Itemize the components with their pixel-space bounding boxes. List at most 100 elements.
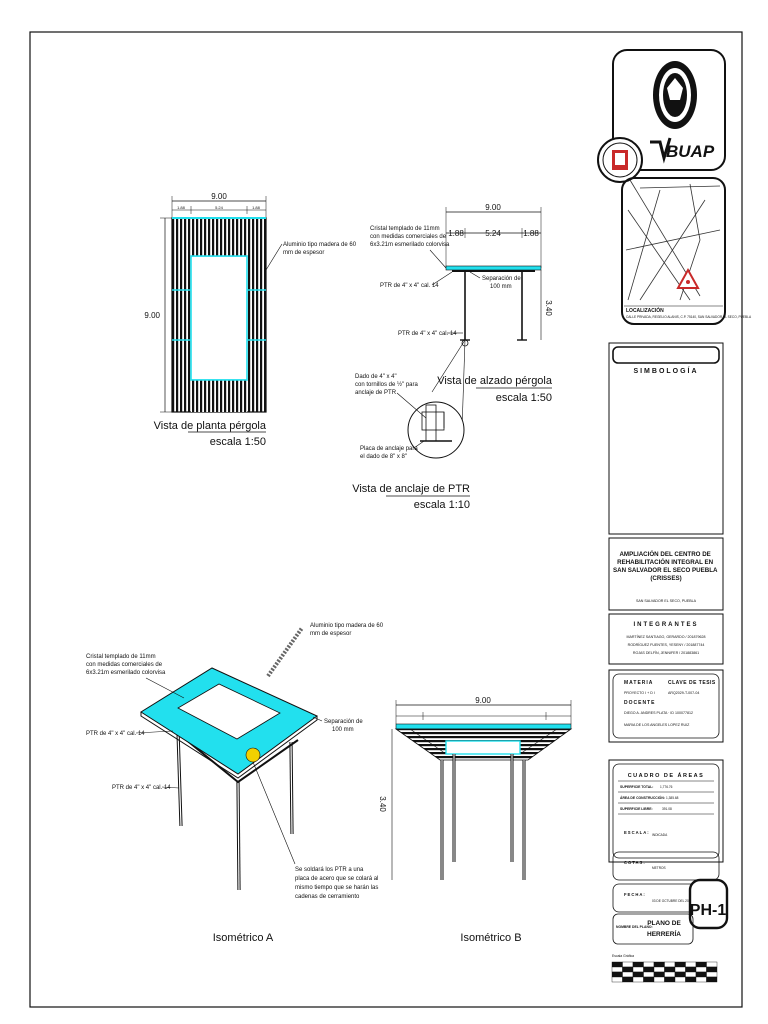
elev-note-ptr-col: PTR de 4" x 4" cal. 14 (398, 331, 457, 337)
faculty-emblem-icon (597, 137, 643, 183)
elev-dim-total: 9.00 (485, 203, 501, 212)
plan-note-wood: Aluminio tipo madera de 60 mm de espesor (283, 242, 358, 256)
docente-2: MARIA DE LOS ANGELES LOPEZ RUIZ (624, 723, 690, 727)
cotas-label: COTAS: (624, 860, 646, 865)
scale-cell (674, 971, 686, 978)
elev-dim-b: 5.24 (485, 229, 501, 238)
iso-b-title: Isométrico B (460, 932, 521, 944)
sheet-border-outer (29, 31, 743, 1008)
scale-cell (653, 961, 665, 968)
scale-cell (611, 971, 623, 978)
plano-title-2: HERRERÍA (647, 929, 681, 938)
iso-b-glass-top (395, 723, 572, 730)
logo-mark-icon (650, 137, 672, 164)
scale-cell (706, 976, 718, 983)
scale-cell (674, 976, 686, 983)
scale-cell (643, 961, 655, 968)
anchor-view-scale: escala 1:10 (414, 499, 470, 511)
iso-b-dim-height: 3.40 (378, 796, 387, 812)
scale-cell (611, 966, 623, 973)
anchor-note-die: Dado de 4" x 4" con tornillos de ½" para… (355, 374, 420, 396)
cotas-value: METROS (652, 866, 666, 870)
scale-cell (664, 976, 676, 983)
materia-panel (608, 669, 724, 743)
scale-cell (685, 971, 697, 978)
iso-a-note-sep: Separación de 100 mm (324, 719, 364, 733)
iso-a-note-glass: Cristal templado de 11mm con medidas com… (86, 654, 166, 676)
scale-cell (674, 966, 686, 973)
area-libre-label: SUPERFICIE LIBRE: (620, 807, 653, 811)
plan-view: 9.00 1.88 5.24 1.88 9.00 Aluminio tipo m… (144, 192, 358, 448)
scale-cell (611, 961, 623, 968)
fecha-label: FECHA: (624, 892, 646, 897)
plano-name-panel (612, 913, 694, 945)
logo-text: BUAP (666, 142, 715, 161)
iso-a-note-ptr-2: PTR de 4" x 4" cal. 14 (112, 785, 171, 791)
scale-cell (685, 961, 697, 968)
elev-view-scale: escala 1:50 (496, 392, 552, 404)
fecha-value: 03 DE OCTUBRE DEL 2023 (652, 899, 693, 903)
area-libre-value: 391.08 (662, 807, 672, 811)
cuadro-areas-panel (608, 759, 724, 863)
scale-cell (653, 966, 665, 973)
scale-cell (695, 961, 707, 968)
scale-cell (706, 961, 718, 968)
anchor-view: Dado de 4" x 4" con tornillos de ½" para… (352, 339, 470, 511)
nombre-label: NOMBRE DEL PLANO: (616, 925, 653, 929)
scale-cell (695, 976, 707, 983)
plan-dim-total-h: 9.00 (211, 192, 227, 201)
project-title-panel (608, 537, 724, 611)
materia-label: MATERIA (624, 680, 653, 686)
iso-a-note-ptr-1: PTR de 4" x 4" cal. 14 (86, 731, 145, 737)
title-block: BUAP LOCALIZACIÓN CALLE PRIVADA, REGELIO… (597, 49, 752, 983)
scale-cell (632, 966, 644, 973)
escala-label: ESCALA: (624, 830, 650, 835)
scale-cell (685, 976, 697, 983)
isometric-b: 9.00 3.40 Isométrico B (378, 696, 573, 944)
elev-note-sep: Separación de 100 mm (482, 276, 522, 290)
elev-glass-top (445, 265, 542, 271)
scale-cell (622, 961, 634, 968)
university-seal-icon (653, 61, 697, 129)
localizacion-label: LOCALIZACIÓN (626, 306, 664, 314)
clave-label: CLAVE DE TESIS (668, 680, 716, 686)
scale-cell (706, 971, 718, 978)
scale-cell (685, 966, 697, 973)
elev-note-ptr-top: PTR de 4" x 4" cal. 14 (380, 283, 439, 289)
scale-cell (622, 976, 634, 983)
project-title: AMPLIACIÓN DEL CENTRO DE REHABILITACIÓN … (613, 550, 719, 582)
scale-cell (706, 966, 718, 973)
anchor-view-title: Vista de anclaje de PTR (352, 483, 470, 495)
plan-dim-side-a: 1.88 (177, 205, 186, 210)
iso-a-note-wood: Aluminio tipo madera de 60 mm de espesor (310, 623, 385, 637)
logo-panel (612, 49, 726, 171)
materia-value: PROYECTO I + D I (624, 691, 655, 695)
graphic-scale-bar (611, 961, 718, 983)
integrantes-panel (608, 613, 724, 665)
plan-dim-mid: 5.24 (215, 205, 224, 210)
scale-cell (622, 971, 634, 978)
scale-cell (611, 976, 623, 983)
area-construccion-value: 1,385.68 (666, 796, 679, 800)
scale-cell (695, 971, 707, 978)
plan-view-scale: escala 1:50 (210, 436, 266, 448)
simbologia-panel (608, 342, 724, 535)
sheet-code: PH-1 (690, 902, 727, 919)
iso-b-dim-total: 9.00 (475, 696, 491, 705)
scale-cell (664, 966, 676, 973)
location-map (625, 179, 721, 301)
scale-cell (674, 961, 686, 968)
area-total-value: 1,776.76 (660, 785, 673, 789)
scale-cell (653, 976, 665, 983)
scale-cell (664, 961, 676, 968)
location-panel (621, 177, 726, 325)
localizacion-text: CALLE PRIVADA, REGELIO ALANIS, C.P. 7514… (626, 315, 752, 319)
integrante-1: MARTÍNEZ SANTIAGO, GERARDO / 201879628 (626, 635, 705, 639)
clave-value: ARQ2029-T-007-04 (668, 691, 699, 695)
docente-1: DIEGO A. ANDRES PLATA · ID 100077812 (624, 711, 693, 715)
sheet-code-box (688, 878, 729, 930)
scale-cell (695, 966, 707, 973)
scale-cell (632, 976, 644, 983)
scale-cell (632, 971, 644, 978)
